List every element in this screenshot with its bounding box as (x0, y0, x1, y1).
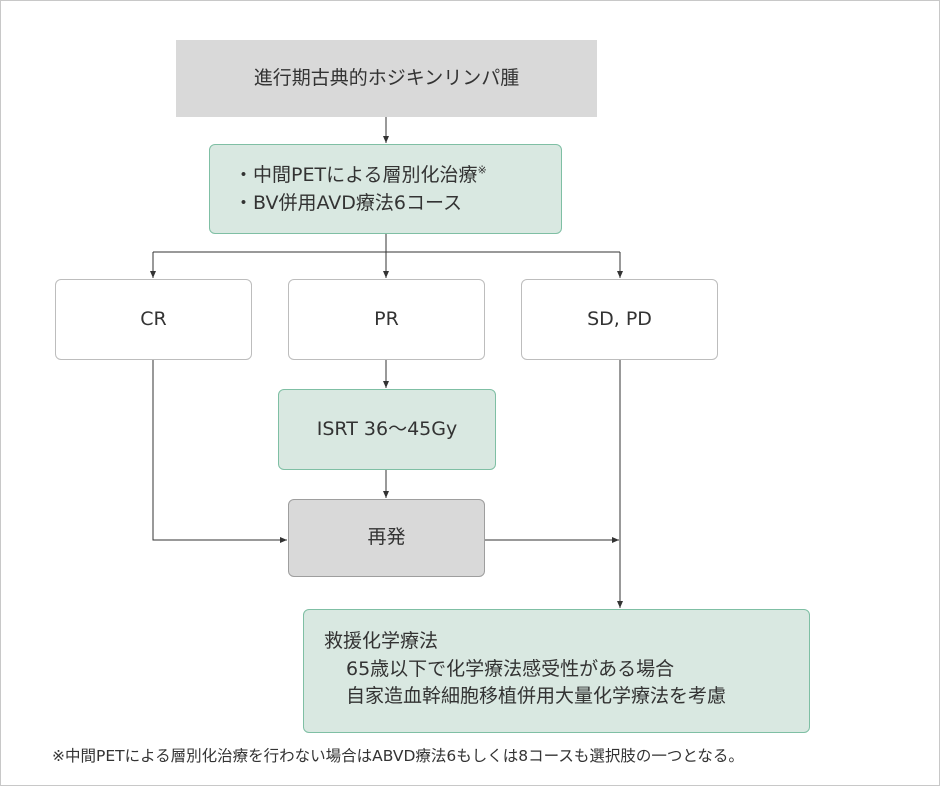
isrt-box: ISRT 36〜45Gy (278, 389, 496, 470)
diagnosis-box: 進行期古典的ホジキンリンパ腫 (176, 40, 597, 117)
relapse-box: 再発 (288, 499, 485, 577)
footnote: ※中間PETによる層別化治療を行わない場合はABVD療法6もしくは8コースも選択… (52, 747, 744, 765)
response-cr-label: CR (140, 307, 167, 330)
salvage-line-2: 65歳以下で化学療法感受性がある場合 (346, 657, 675, 680)
initial-treatment-line-1: ・中間PETによる層別化治療※ (234, 163, 487, 186)
response-sdpd-box: SD, PD (521, 279, 718, 360)
response-pr-label: PR (374, 307, 399, 330)
salvage-line-1: 救援化学療法 (324, 630, 439, 652)
initial-treatment-box: ・中間PETによる層別化治療※ ・BV併用AVD療法6コース (209, 144, 562, 234)
salvage-box: 救援化学療法 65歳以下で化学療法感受性がある場合 自家造血幹細胞移植併用大量化… (303, 609, 810, 733)
isrt-label: ISRT 36〜45Gy (316, 417, 458, 440)
response-cr-box: CR (55, 279, 252, 360)
response-sdpd-label: SD, PD (587, 307, 652, 330)
diagnosis-label: 進行期古典的ホジキンリンパ腫 (253, 66, 520, 89)
response-pr-box: PR (288, 279, 485, 360)
arrow-cr-to-relapse (152, 360, 287, 543)
initial-treatment-line-2: ・BV併用AVD療法6コース (234, 191, 462, 214)
relapse-label: 再発 (367, 526, 406, 549)
footnote-mark: ※ (477, 163, 487, 177)
salvage-line-3: 自家造血幹細胞移植併用大量化学療法を考慮 (346, 685, 727, 708)
